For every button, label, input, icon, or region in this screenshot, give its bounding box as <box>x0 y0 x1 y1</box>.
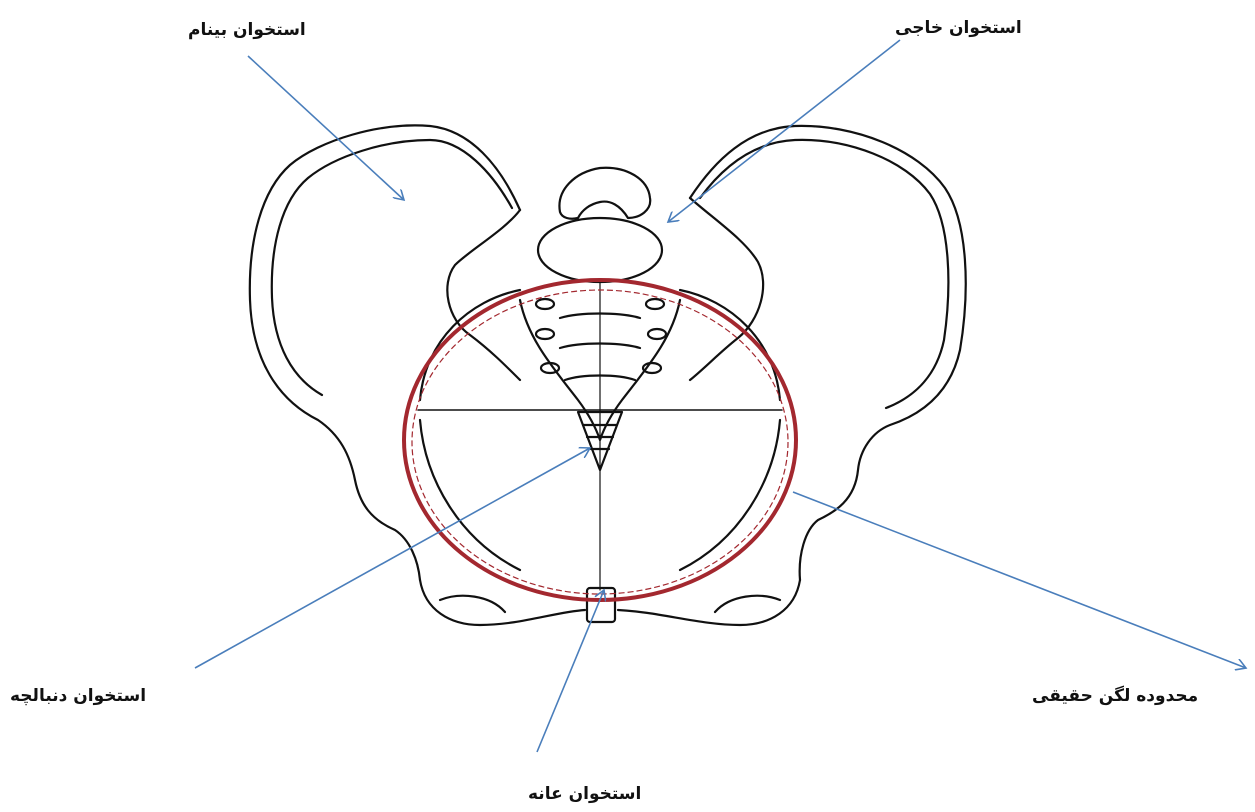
left-pubic-ramus <box>420 580 585 625</box>
ilium-label: استخوان بینام <box>188 20 306 40</box>
right-pubic-ramus <box>618 580 800 625</box>
pubis-label: استخوان عانه <box>528 784 641 804</box>
right-ilium <box>690 126 966 580</box>
sacrum-arrow <box>668 40 900 222</box>
right-ilium-inner <box>700 140 948 408</box>
pubis-arrow <box>537 590 604 752</box>
sacrum-ala-left <box>447 210 520 380</box>
pointer-arrows <box>195 40 1246 752</box>
coccyx-label: استخوان دنبالچه <box>10 686 146 706</box>
pubic-symphysis <box>587 588 615 622</box>
sacrum-label: استخوان خاجی <box>895 18 1022 38</box>
vertebra-top <box>559 168 650 219</box>
pelvis-outline <box>250 125 966 625</box>
left-ilium-inner <box>272 140 512 395</box>
true-pelvis-arrow <box>793 492 1246 668</box>
true-pelvis-label: محدوده لگن حقیقی <box>1032 686 1198 706</box>
coccyx-arrow <box>195 448 590 668</box>
left-ilium <box>250 125 520 580</box>
sacrum-promontory <box>538 218 662 282</box>
